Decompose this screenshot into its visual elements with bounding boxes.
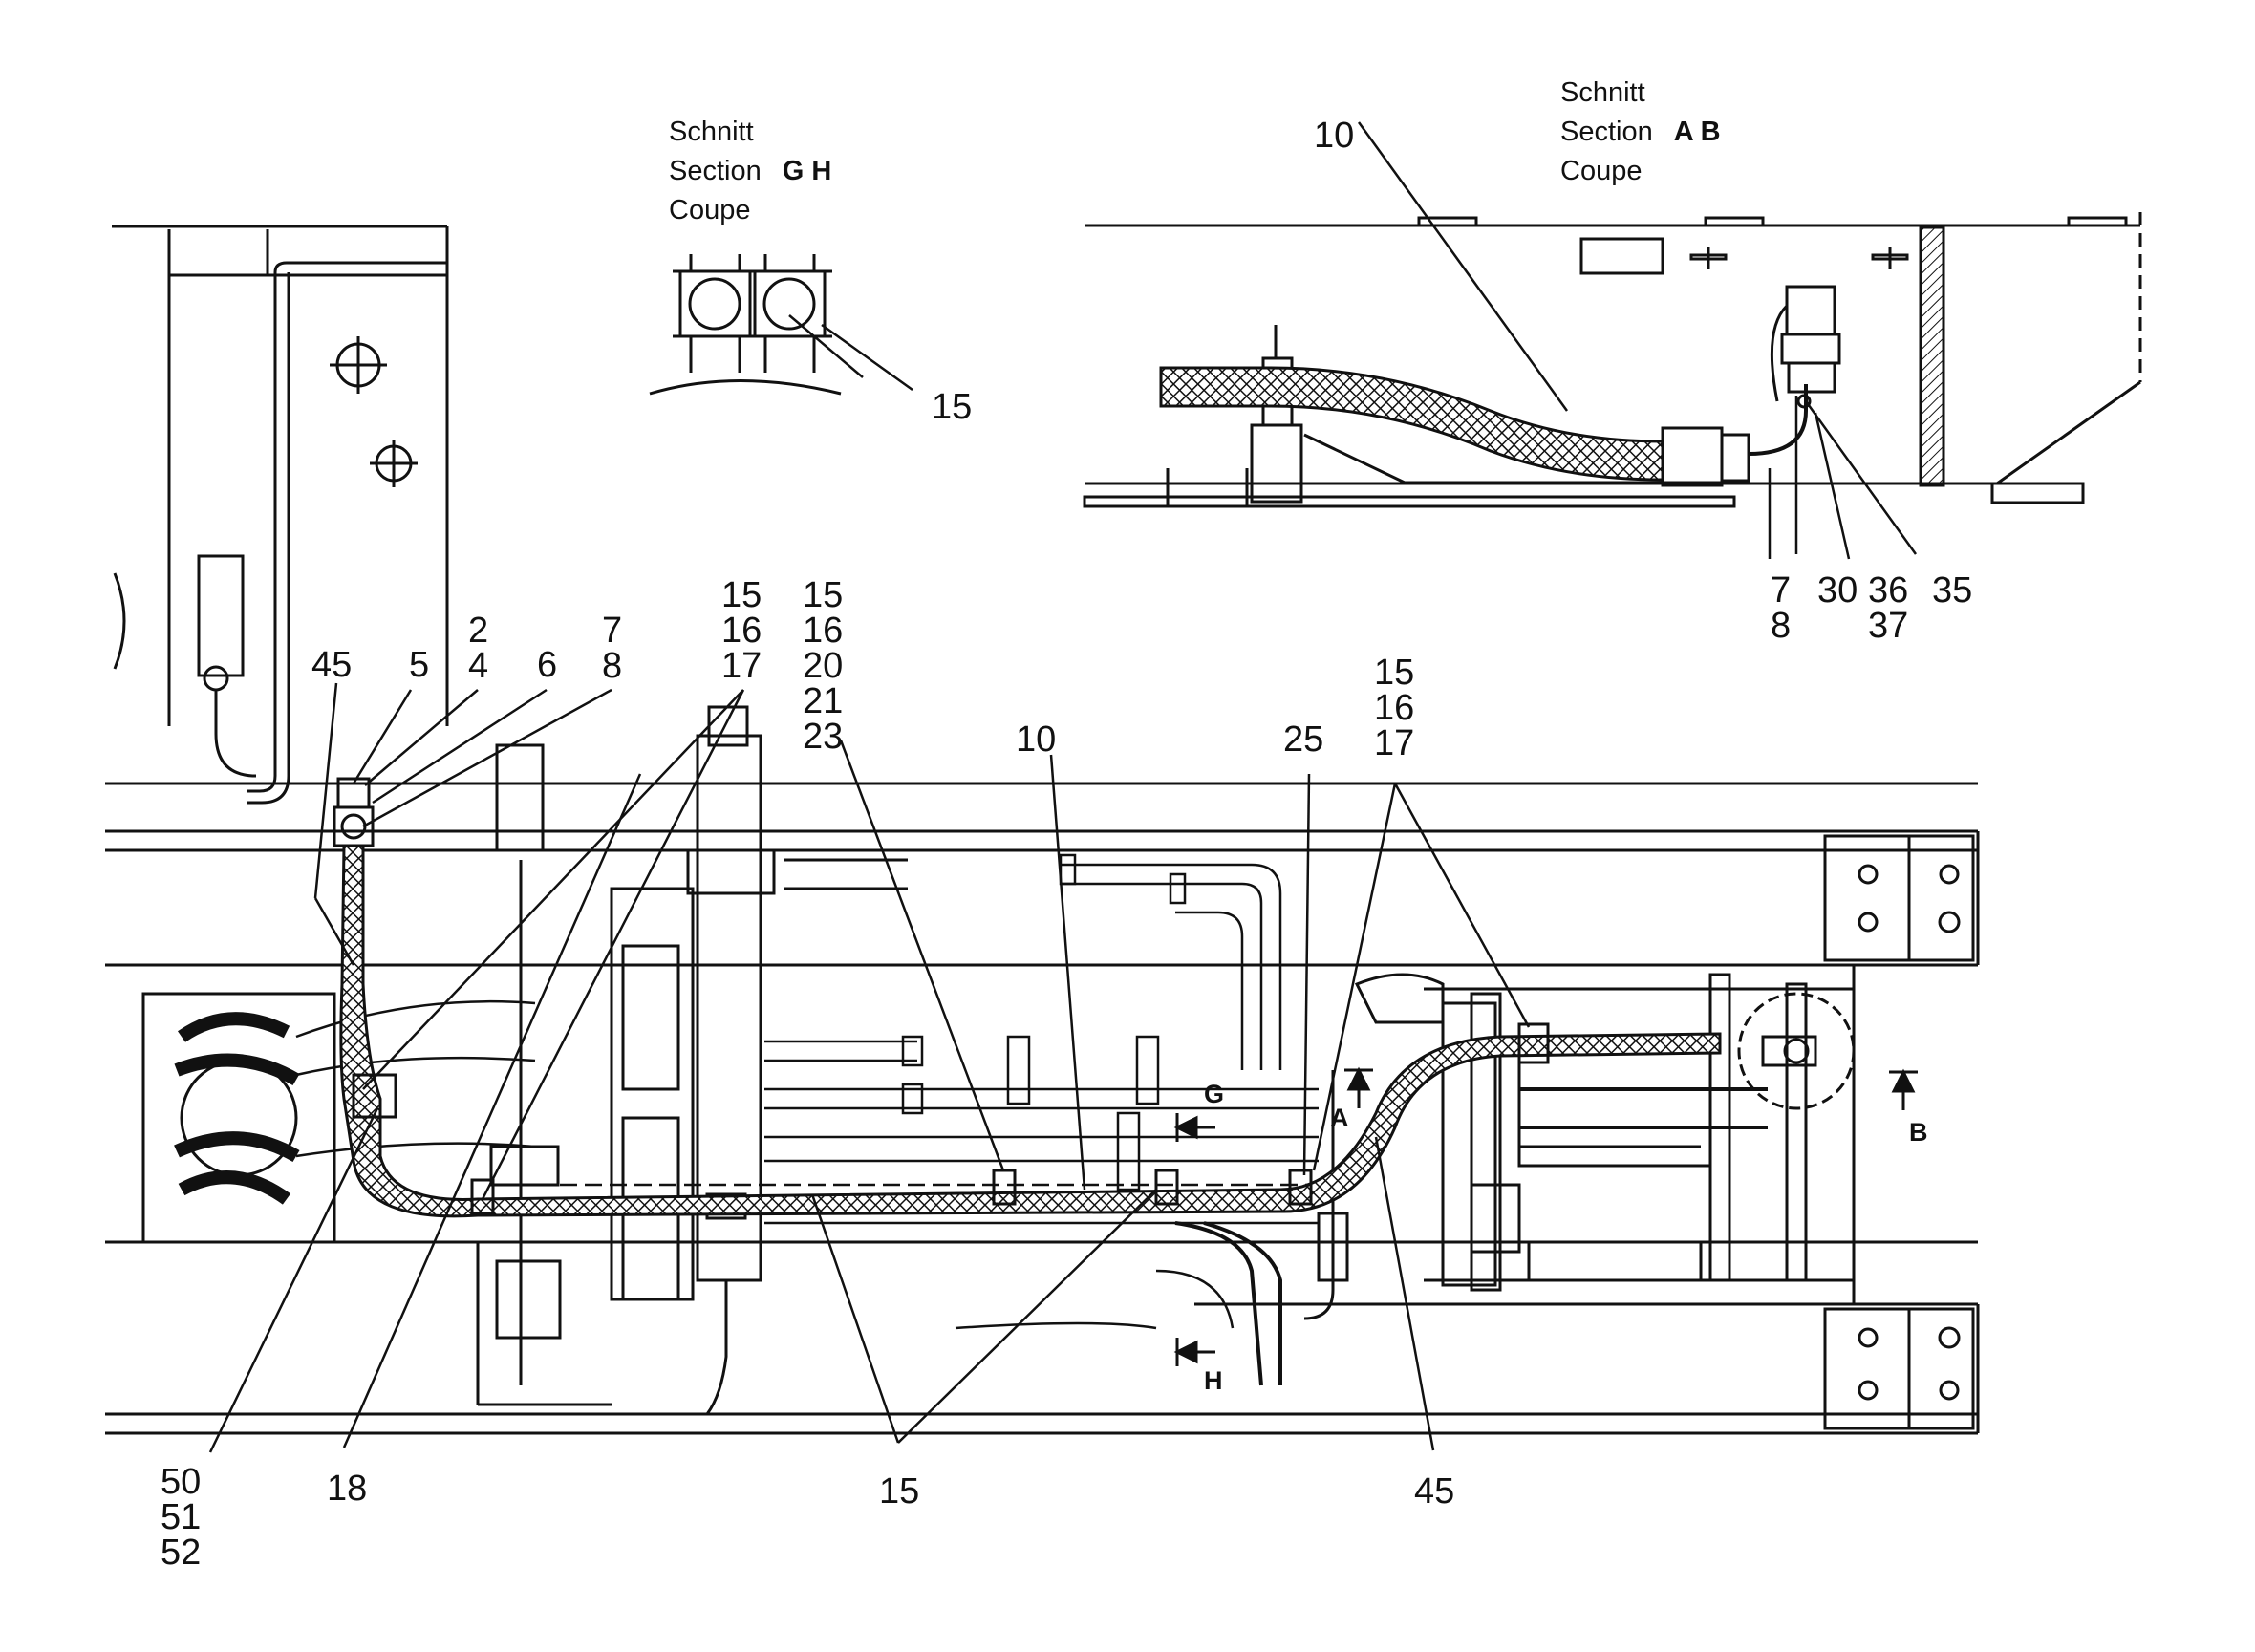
callout-number: 15: [721, 575, 762, 615]
section-ab-title: Schnitt Section A B Coupe: [1560, 74, 1721, 191]
section-ab-title-line-3: Coupe: [1560, 156, 1643, 186]
callout-number: 15: [932, 387, 973, 427]
callout-ab-30: 30: [1817, 570, 1858, 611]
callout-number: 18: [327, 1469, 368, 1509]
section-gh-detail: [649, 254, 913, 396]
callout-6: 6: [537, 645, 558, 685]
section-gh-title-line-3: Coupe: [669, 195, 751, 225]
callout-number: 25: [1283, 719, 1324, 760]
callout-number: 15: [803, 575, 844, 615]
section-gh-title-line-1: Schnitt: [669, 117, 754, 147]
main-frame: [105, 782, 1980, 1435]
upper-left-machine-structure: [112, 225, 449, 805]
section-ab-title-line-2: Section A B: [1560, 113, 1721, 152]
callout-number: 35: [1932, 570, 1973, 611]
callout-number: 5: [409, 645, 430, 685]
section-ab-detail: [1083, 121, 2142, 560]
callout-number: 17: [1374, 723, 1415, 763]
callout-number: 52: [161, 1533, 202, 1573]
callout-25: 25: [1283, 719, 1324, 760]
section-marker-g: G: [1204, 1080, 1225, 1108]
callout-number: 8: [1771, 606, 1792, 646]
valve-block-column: [476, 705, 908, 1415]
section-marker-h: H: [1204, 1366, 1223, 1395]
callout-number: 23: [803, 717, 844, 757]
callout-number: 4: [468, 646, 489, 686]
callout-18: 18: [327, 1469, 368, 1509]
callout-45-left: 45: [311, 645, 353, 685]
callout-gh-15: 15: [932, 387, 973, 427]
callout-number: 15: [879, 1471, 920, 1512]
callout-5: 5: [409, 645, 430, 685]
callout-number: 37: [1868, 606, 1909, 646]
section-gh-letters: G H: [782, 156, 832, 186]
callout-number: 10: [1314, 116, 1355, 156]
right-cylinder-assembly: [1303, 973, 1856, 1320]
callout-number: 2: [468, 611, 489, 651]
callout-number: 36: [1868, 570, 1909, 611]
callout-ab-10: 10: [1314, 118, 1354, 154]
callout-number: 51: [161, 1497, 202, 1537]
callout-number: 6: [537, 645, 558, 685]
callout-number: 8: [602, 646, 623, 686]
section-ab-section-word: Section: [1560, 117, 1653, 147]
section-ab-title-line-1: Schnitt: [1560, 77, 1645, 108]
section-ab-letters: A B: [1673, 117, 1721, 147]
callout-10: 10: [1016, 719, 1057, 760]
callout-number: 7: [1771, 570, 1792, 611]
callout-number: 45: [1414, 1471, 1455, 1512]
callout-number: 16: [803, 611, 844, 651]
callout-number: 16: [1374, 688, 1415, 728]
callout-number: 10: [1016, 719, 1057, 760]
callout-45-bottom: 45: [1414, 1471, 1455, 1512]
leader-lines: [208, 314, 1531, 1453]
callout-number: 7: [602, 611, 623, 651]
section-gh-title: Schnitt Section G H Coupe: [669, 113, 831, 230]
callout-number: 17: [721, 646, 762, 686]
callout-number: 20: [803, 646, 844, 686]
callout-number: 21: [803, 681, 844, 721]
callout-15-bottom: 15: [879, 1471, 920, 1512]
section-gh-title-line-2: Section G H: [669, 152, 831, 191]
left-pump-unit: [141, 992, 536, 1244]
section-marker-arrows: [1173, 1066, 1918, 1366]
callout-ab-35: 35: [1932, 570, 1973, 611]
hydraulic-tubes: [535, 853, 1319, 1386]
callout-number: 15: [1374, 653, 1415, 693]
callout-number: 45: [311, 645, 353, 685]
section-gh-section-word: Section: [669, 156, 762, 186]
callout-number: 30: [1817, 570, 1858, 611]
section-marker-a: A: [1330, 1104, 1349, 1132]
section-marker-b: B: [1909, 1118, 1928, 1147]
callout-number: 16: [721, 611, 762, 651]
callout-number: 50: [161, 1462, 202, 1502]
